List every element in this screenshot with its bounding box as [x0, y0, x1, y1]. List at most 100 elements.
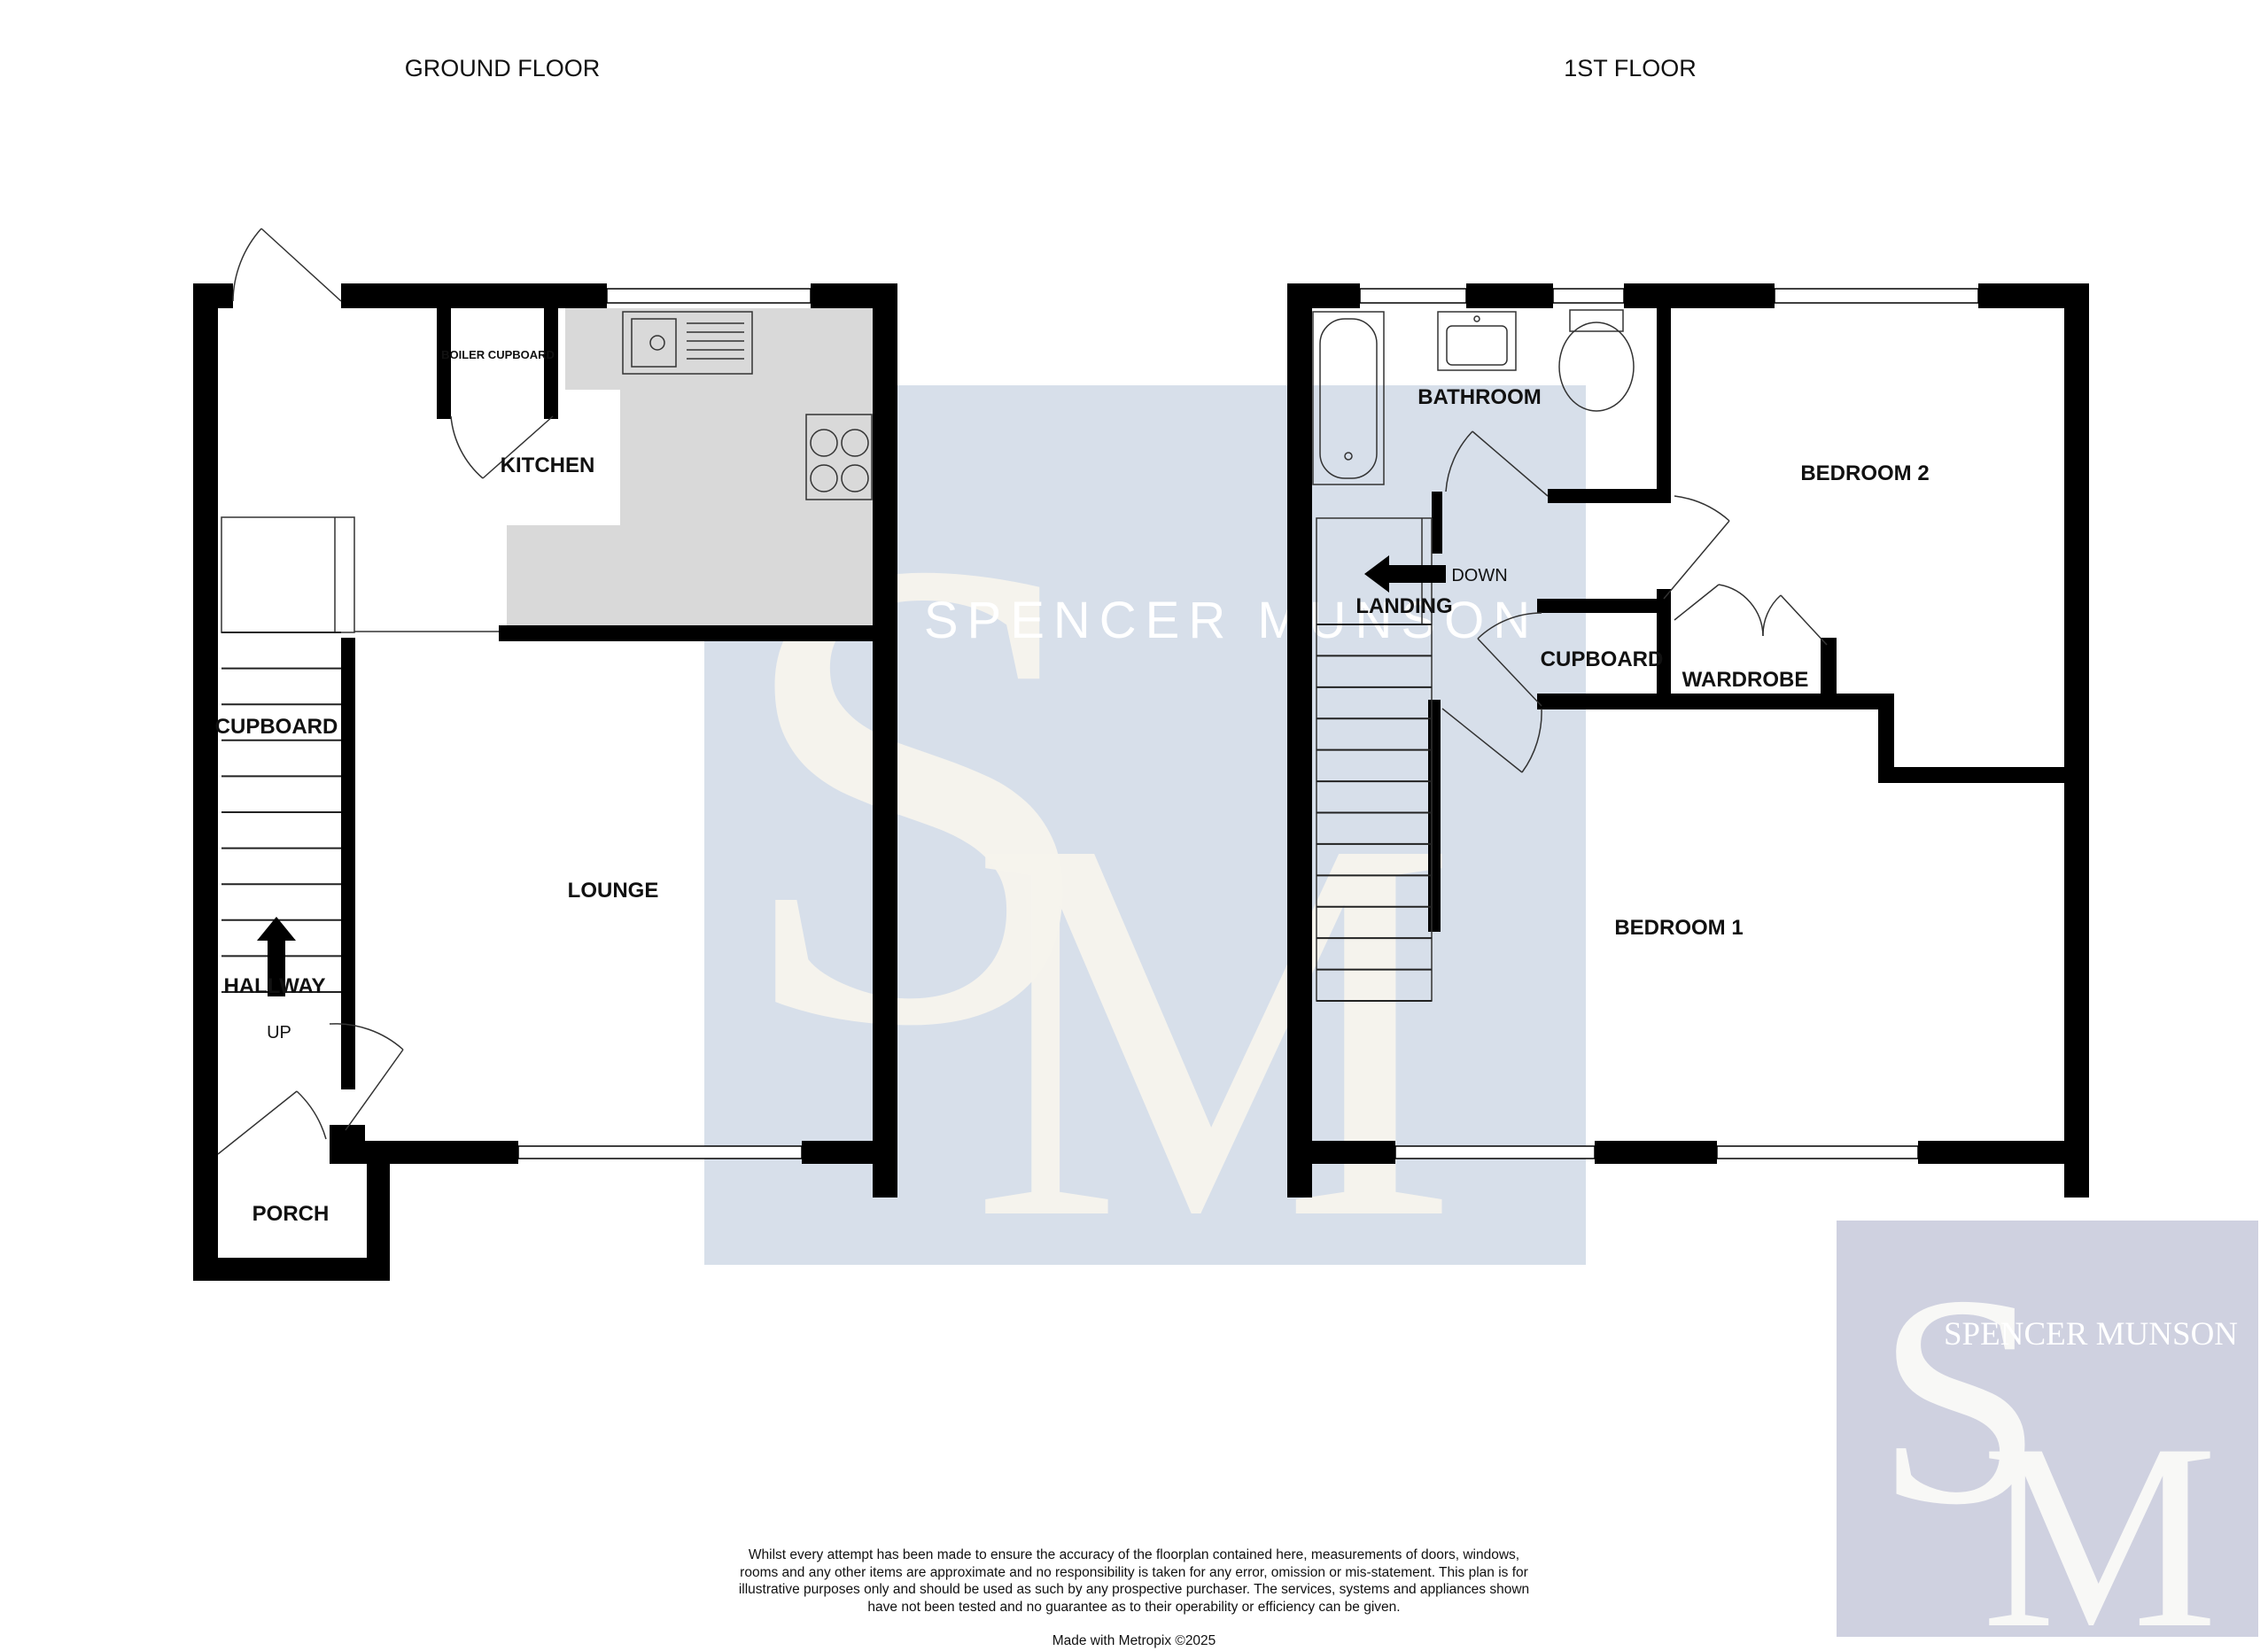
gf-wall-left	[193, 283, 218, 1281]
gf-wall-porch-bottom	[193, 1258, 390, 1281]
kitchen-counter-island	[507, 525, 795, 632]
hallway-label: HALLWAY	[223, 974, 325, 998]
first-stairs	[1316, 517, 1446, 1002]
gf-cupboard-label: CUPBOARD	[215, 715, 338, 739]
ff-door-wardrobe-left	[1674, 584, 1764, 637]
kitchen-hob	[805, 414, 873, 500]
corner-monogram-m: M	[1982, 1389, 2218, 1651]
gf-wall-hall-lounge	[341, 638, 355, 1089]
bathtub-outline	[1312, 311, 1385, 485]
hob-ring-4	[841, 464, 869, 492]
ff-wall-step-vert	[1878, 694, 1894, 782]
down-label: DOWN	[1451, 566, 1507, 585]
basin-tap	[1473, 315, 1480, 322]
metropix-credit: Made with Metropix ©2025	[1052, 1633, 1216, 1648]
sink-drainer-lines	[687, 322, 744, 360]
ff-wall-top-1	[1287, 283, 1360, 308]
gf-window-lounge	[517, 1145, 803, 1159]
ff-wall-cupboard-right	[1658, 599, 1671, 705]
gf-wall-top-left	[193, 283, 233, 308]
hob-outline	[805, 414, 873, 500]
ff-door-bedroom-1	[1441, 708, 1542, 773]
boiler-cupboard-label: BOILER CUPBOARD	[441, 348, 555, 361]
gf-door-lounge	[329, 1023, 404, 1131]
ff-wall-bed-divider	[1878, 767, 2089, 783]
hob-ring-3	[810, 464, 838, 492]
ff-door-wardrobe-right	[1762, 594, 1828, 646]
gf-wall-boiler-right	[544, 308, 558, 419]
bedroom-2-label: BEDROOM 2	[1800, 461, 1929, 485]
sink-bowl	[631, 318, 677, 368]
ff-stair-steps	[1317, 624, 1432, 1002]
sink-drain	[649, 335, 665, 351]
hob-ring-2	[841, 429, 869, 457]
watermark-monogram-m: M	[969, 725, 1457, 1333]
ff-wall-bottom-1	[1287, 1141, 1395, 1164]
watermark-center-text: SPENCER MUNSON	[924, 592, 1539, 649]
ff-door-bedroom-2	[1663, 495, 1730, 600]
ff-wall-landing-stub	[1432, 492, 1442, 554]
gf-door-back	[232, 228, 342, 302]
watermark-corner-text: SPENCER MUNSON	[1944, 1316, 2238, 1353]
ground-floor-title: GROUND FLOOR	[405, 55, 601, 81]
toilet-cistern	[1569, 309, 1624, 332]
ff-wall-bath-bottom	[1548, 489, 1671, 503]
gf-door-porch	[217, 1090, 327, 1155]
kitchen-label: KITCHEN	[501, 453, 595, 477]
down-arrow-icon	[1364, 555, 1446, 593]
corner-watermark: S M SPENCER MUNSON	[1837, 1221, 2258, 1651]
ff-door-cupboard	[1477, 612, 1542, 707]
ff-wall-cupboard-top	[1537, 599, 1671, 613]
ff-window-bedroom-2	[1774, 288, 1979, 304]
bathtub-inner	[1319, 318, 1378, 479]
lounge-label: LOUNGE	[568, 879, 659, 903]
corner-monogram-s: S	[1876, 1233, 2043, 1567]
ff-window-bathroom-1	[1359, 288, 1467, 304]
gf-wall-porch-top	[330, 1141, 369, 1164]
kitchen-counter-stub	[620, 390, 793, 540]
ff-wall-bottom-3	[1918, 1141, 2089, 1164]
basin-bowl	[1446, 325, 1508, 366]
first-floor-title: 1ST FLOOR	[1564, 55, 1697, 81]
gf-door-boiler	[450, 415, 554, 479]
gf-window-kitchen	[606, 288, 812, 304]
toilet	[1558, 309, 1635, 412]
ff-window-bedroom-1-left	[1394, 1145, 1596, 1159]
porch-label: PORCH	[252, 1202, 330, 1226]
bedroom-1-label: BEDROOM 1	[1614, 916, 1743, 940]
up-arrow-icon	[257, 917, 296, 996]
gf-wall-bottom-right	[802, 1141, 897, 1164]
ff-door-bathroom	[1445, 430, 1549, 497]
ff-wall-left	[1287, 283, 1312, 1198]
sink-outline	[622, 311, 753, 375]
toilet-bowl	[1558, 322, 1635, 412]
landing-label: LANDING	[1355, 594, 1452, 618]
corner-watermark-panel	[1837, 1221, 2258, 1637]
ground-stairs	[221, 516, 355, 996]
ff-wall-bottom-2	[1595, 1141, 1717, 1164]
ff-wall-right	[2064, 283, 2089, 1198]
bathroom-label: BATHROOM	[1418, 385, 1542, 409]
ff-wall-top-3	[1624, 283, 1775, 308]
gf-wall-right	[873, 283, 897, 1198]
up-label: UP	[267, 1023, 291, 1043]
ff-window-bedroom-1-right	[1716, 1145, 1919, 1159]
bathroom-basin	[1437, 311, 1517, 371]
ground-floor-plan: KITCHEN BOILER CUPBOARD LOUNGE CUPBOARD …	[193, 228, 897, 1281]
kitchen-sink	[622, 311, 753, 375]
gf-wall-porch-right	[367, 1141, 390, 1281]
wardrobe-label: WARDROBE	[1682, 668, 1809, 692]
gf-wall-kitchen-lounge	[499, 625, 886, 641]
bathtub-drain	[1344, 452, 1353, 461]
first-floor-plan: BATHROOM BEDROOM 2 DOWN LANDING CUPBOARD…	[1287, 283, 2089, 1198]
disclaimer-text: Whilst every attempt has been made to en…	[738, 1547, 1530, 1615]
ff-wall-landing-bed1	[1428, 700, 1441, 932]
ff-wall-bath-bed2	[1657, 308, 1671, 501]
ff-window-bathroom-2	[1552, 288, 1625, 304]
basin-outline	[1437, 311, 1517, 371]
ff-cupboard-label: CUPBOARD	[1541, 647, 1664, 671]
ff-wall-bed1-top	[1537, 694, 1891, 709]
bathtub	[1312, 311, 1385, 485]
